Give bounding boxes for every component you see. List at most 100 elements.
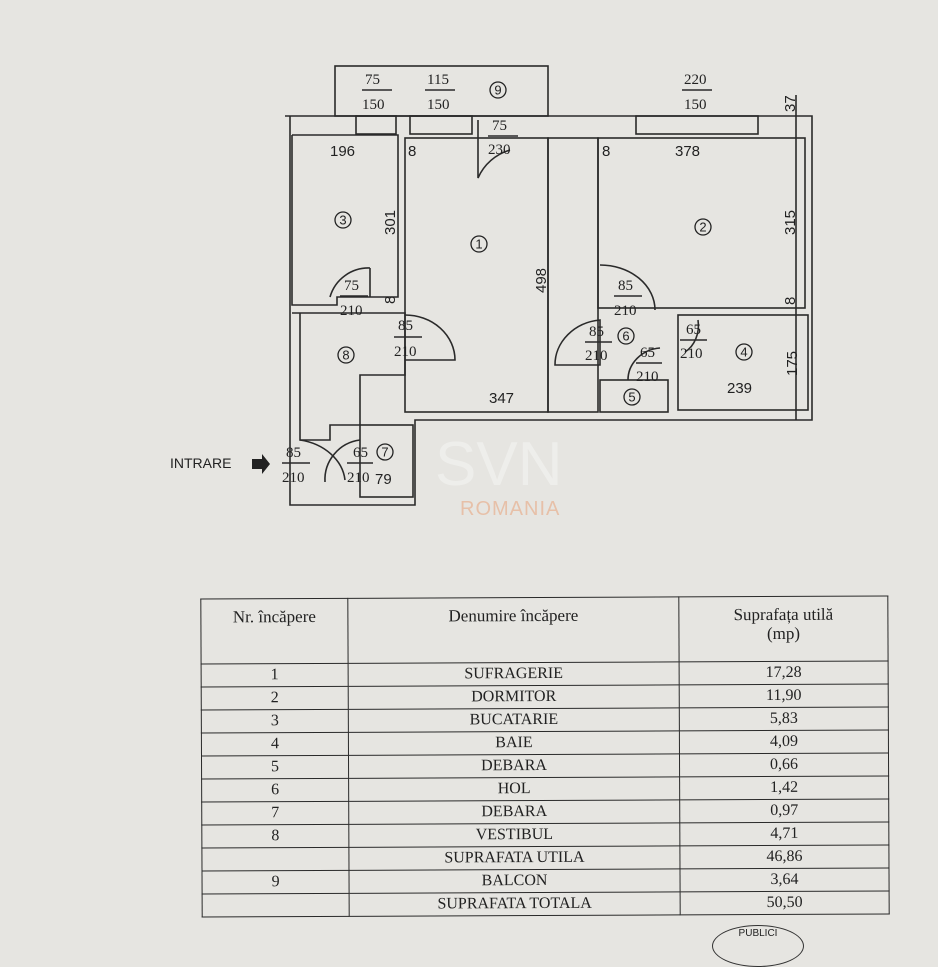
header-nr: Nr. încăpere <box>200 598 349 664</box>
dim-living-length: 498 <box>533 268 550 293</box>
header-area-unit: (mp) <box>766 623 801 644</box>
window <box>355 115 397 135</box>
dim-bath-length: 175 <box>784 351 801 376</box>
window <box>635 115 759 135</box>
cell-area: 17,28 <box>679 661 889 685</box>
cell-nr: 4 <box>201 732 349 756</box>
room-number-3: 3 <box>334 211 352 229</box>
svg-text:9: 9 <box>494 83 501 98</box>
cell-nr: 2 <box>201 686 349 710</box>
dim-storage-door-top: 65 <box>640 345 655 361</box>
room-number-5: 5 <box>623 388 641 406</box>
door-swing <box>599 264 656 311</box>
cell-nr: 6 <box>201 778 349 802</box>
dim-bath-width: 239 <box>727 380 752 397</box>
cell-area: 3,64 <box>679 868 890 892</box>
room-number-7: 7 <box>376 443 394 461</box>
room-5-outline <box>599 379 669 413</box>
cell-area: 46,86 <box>679 845 889 869</box>
cell-area: 5,83 <box>679 707 889 731</box>
dim-entry-door-top: 85 <box>286 445 301 461</box>
cell-area: 0,66 <box>679 753 889 777</box>
svg-text:6: 6 <box>622 329 629 344</box>
dim-hall-door-top: 85 <box>589 324 604 340</box>
door-swing <box>329 267 371 298</box>
svg-text:4: 4 <box>740 345 747 360</box>
header-name: Denumire încăpere <box>347 596 680 664</box>
dim-bedroom-width: 378 <box>675 143 700 160</box>
dim-bath-door-top: 65 <box>686 322 701 338</box>
room-number-1: 1 <box>470 235 488 253</box>
dim-wall: 8 <box>602 143 610 160</box>
dim-corner: 37 <box>782 95 799 112</box>
cell-name: BUCATARIE <box>348 707 680 733</box>
cell-name: SUFRAGERIE <box>348 661 680 687</box>
door-swing <box>299 439 346 481</box>
cell-name: BAIE <box>348 730 680 756</box>
door-swing <box>324 439 361 483</box>
cell-area: 0,97 <box>679 799 889 823</box>
dim-kitchen-width: 196 <box>330 143 355 160</box>
room-number-2: 2 <box>694 218 712 236</box>
dim-bedroom-door-bottom: 210 <box>614 303 637 319</box>
table-header: Nr. încăpere Denumire încăpere Suprafața… <box>200 596 889 664</box>
watermark-brand: SVN <box>435 430 562 499</box>
cell-name: DEBARA <box>348 799 680 825</box>
cell-name: SUPRAFATA TOTALA <box>349 891 681 917</box>
cell-nr: 7 <box>201 801 349 825</box>
dim-wall: 8 <box>382 296 399 304</box>
watermark-sub: ROMANIA <box>460 498 560 520</box>
header-area: Suprafața utilă(mp) <box>678 596 889 662</box>
room-7-outline <box>359 424 414 498</box>
svg-text:5: 5 <box>628 390 635 405</box>
dim-kitchen-door-bottom: 210 <box>340 303 363 319</box>
cell-name: HOL <box>348 776 680 802</box>
svg-text:2: 2 <box>699 220 706 235</box>
svg-text:7: 7 <box>381 445 388 460</box>
door-swing <box>627 347 661 381</box>
cell-area: 4,71 <box>679 822 889 846</box>
dim-balcony-window-b-bottom: 150 <box>427 97 450 113</box>
cell-nr: 5 <box>201 755 349 779</box>
cell-area: 11,90 <box>679 684 889 708</box>
dim-living-door-bottom: 210 <box>394 344 417 360</box>
cell-nr: 1 <box>201 663 349 687</box>
dim-storage-door-bottom: 210 <box>636 369 659 385</box>
cell-area: 50,50 <box>680 890 890 915</box>
cell-nr <box>202 893 350 917</box>
floor-plan: 75 150 115 150 220 150 37 75 230 196 8 8… <box>252 65 813 520</box>
room-2-outline <box>597 137 806 309</box>
corridor <box>547 137 599 413</box>
dim-entry-door-bottom: 210 <box>282 470 305 486</box>
dim-balcony-window-b-top: 115 <box>427 72 449 88</box>
cell-nr: 9 <box>201 870 350 894</box>
dim-hall-door-bottom: 210 <box>585 348 608 364</box>
dim-window-right-bottom: 150 <box>684 97 707 113</box>
dim-wall: 8 <box>782 297 799 305</box>
room-1-outline <box>404 137 549 413</box>
dim-storage2-door-top: 65 <box>353 445 368 461</box>
dim-storage2-width: 79 <box>375 471 392 488</box>
cell-name: DEBARA <box>348 753 680 779</box>
door-swing <box>477 120 511 179</box>
dim-living-width: 347 <box>489 390 514 407</box>
entry-arrow-icon <box>252 454 270 474</box>
cell-nr <box>201 847 349 871</box>
room-number-4: 4 <box>735 343 753 361</box>
room-number-8: 8 <box>337 346 355 364</box>
cell-area: 4,09 <box>679 730 889 754</box>
cell-nr: 8 <box>201 824 349 848</box>
cell-name: BALCON <box>348 868 681 894</box>
room-4-outline <box>677 314 809 411</box>
